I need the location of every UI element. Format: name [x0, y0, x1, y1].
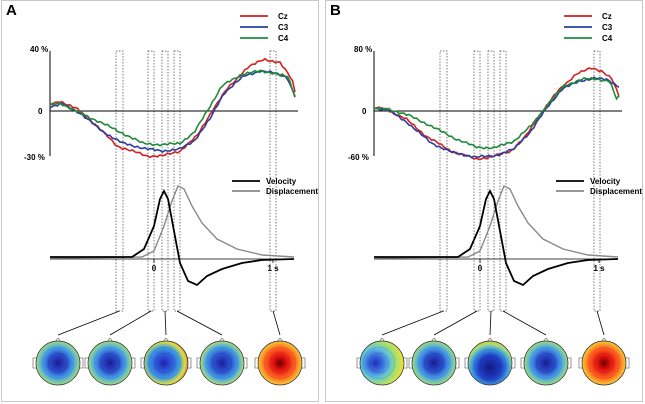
- scalp-contour: [587, 346, 621, 380]
- window-box: [593, 50, 601, 312]
- y-top-label: 80 %: [354, 45, 372, 54]
- window-box: [161, 50, 169, 312]
- legend-label: C3: [278, 23, 289, 32]
- erd-curve-c4: [49, 69, 296, 147]
- scalp-contour: [423, 352, 445, 374]
- scalp-contour: [593, 352, 615, 374]
- window-box: [473, 50, 481, 312]
- connector-line: [109, 310, 152, 336]
- y-zero-label: 0: [362, 107, 367, 116]
- connector-line: [164, 310, 167, 336]
- scalp-map: [359, 340, 405, 386]
- x-tick-zero-label: 0: [152, 264, 157, 273]
- kinematic-legend-label: Velocity: [590, 177, 621, 186]
- kinematic-legend-label: Displacement: [266, 187, 318, 196]
- erd-curve-c3: [373, 76, 620, 159]
- scalp-contour: [368, 352, 390, 374]
- panel-letter: B: [330, 2, 341, 19]
- displacement-curve: [49, 185, 295, 259]
- legend-label: Cz: [602, 12, 612, 21]
- kinematic-legend-label: Velocity: [266, 177, 297, 186]
- scalp-contour: [205, 346, 239, 380]
- scalp-map: [523, 340, 569, 386]
- scalp-contour: [211, 352, 233, 374]
- window-box: [173, 50, 181, 312]
- scalp-map: [35, 340, 81, 386]
- scalp-contour: [154, 352, 176, 374]
- displacement-curve: [373, 185, 619, 259]
- scalp-map: [143, 340, 189, 386]
- scalp-contour: [473, 348, 507, 382]
- window-box: [269, 50, 277, 312]
- window-box: [499, 50, 507, 312]
- scalp-map: [199, 340, 245, 386]
- scalp-map: [257, 340, 303, 386]
- scalp-contour: [362, 346, 396, 380]
- window-box: [487, 50, 495, 312]
- erd-curve-cz: [49, 57, 296, 159]
- erd-curve-c3: [49, 69, 296, 154]
- legend-label: C4: [602, 34, 613, 43]
- scalp-contour: [479, 354, 501, 376]
- window-box: [147, 50, 155, 312]
- scalp-contour: [269, 352, 291, 374]
- legend-label: C4: [278, 34, 289, 43]
- scalp-contour: [99, 352, 121, 374]
- kinematic-legend-label: Displacement: [590, 187, 642, 196]
- scalp-map: [581, 340, 627, 386]
- legend-label: Cz: [278, 12, 288, 21]
- velocity-curve: [50, 188, 295, 287]
- y-zero-label: 0: [38, 107, 43, 116]
- scalp-map: [87, 340, 133, 386]
- y-bottom-label: -60 %: [348, 153, 369, 162]
- connector-line: [433, 310, 478, 336]
- x-tick-zero-label: 0: [478, 264, 483, 273]
- window-box: [439, 50, 448, 312]
- scalp-contour: [93, 346, 127, 380]
- y-top-label: 40 %: [30, 45, 48, 54]
- connector-line: [176, 310, 223, 336]
- connector-line: [57, 310, 120, 336]
- scalp-map: [411, 340, 457, 386]
- scalp-map: [467, 340, 513, 386]
- scalp-contour: [148, 346, 182, 380]
- window-box: [115, 50, 124, 312]
- connector-line: [272, 310, 281, 336]
- scalp-contour: [41, 346, 75, 380]
- connector-line: [381, 310, 444, 336]
- connector-line: [596, 310, 605, 336]
- scalp-contour: [529, 346, 563, 380]
- erd-curve-c4: [374, 76, 620, 150]
- connector-line: [502, 310, 547, 336]
- scalp-contour: [535, 352, 557, 374]
- legend-label: C3: [602, 23, 613, 32]
- velocity-curve: [374, 188, 619, 287]
- panel-letter: A: [6, 2, 17, 19]
- connector-line: [489, 310, 492, 336]
- y-bottom-label: -30 %: [24, 153, 45, 162]
- scalp-contour: [417, 346, 451, 380]
- x-tick-one-label: 1 s: [267, 264, 279, 273]
- x-tick-one-label: 1 s: [593, 264, 605, 273]
- scalp-contour: [47, 352, 69, 374]
- scalp-contour: [263, 346, 297, 380]
